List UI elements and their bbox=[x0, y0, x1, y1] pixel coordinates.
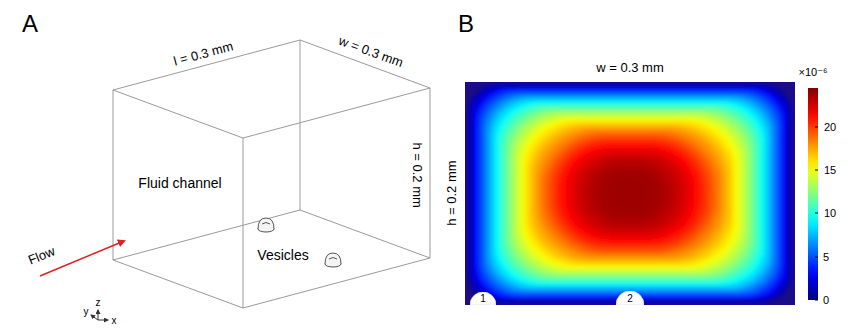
part-label: Vesicles bbox=[257, 248, 308, 263]
contour-band bbox=[613, 178, 646, 209]
contour-band bbox=[468, 84, 791, 303]
contour-band bbox=[586, 160, 675, 227]
contour-band bbox=[582, 158, 677, 229]
contour-band bbox=[600, 169, 661, 218]
contour-band bbox=[500, 104, 761, 282]
contour-band bbox=[565, 147, 695, 241]
contour-band bbox=[603, 171, 657, 216]
dimension-label: l = 0.3 mm bbox=[173, 39, 236, 69]
contour-band bbox=[531, 124, 730, 262]
contour-band bbox=[555, 140, 706, 247]
contour-band bbox=[534, 127, 726, 261]
contour-band bbox=[596, 167, 664, 221]
contour-band bbox=[524, 120, 737, 267]
contour-band bbox=[610, 176, 650, 212]
contour-band bbox=[489, 98, 771, 290]
contour-band bbox=[472, 87, 788, 301]
panel-letter: A bbox=[22, 11, 38, 37]
contour-band bbox=[475, 89, 784, 299]
contour-band bbox=[496, 102, 764, 285]
callout-number: 2 bbox=[616, 291, 644, 304]
position-marker: 1 bbox=[470, 292, 496, 305]
contour-band bbox=[513, 113, 746, 274]
contour-band bbox=[486, 95, 775, 291]
contour-band bbox=[607, 173, 654, 213]
colorbar-tick-label: 10 bbox=[824, 207, 836, 219]
contour-band bbox=[520, 118, 740, 270]
dimension-label: h = 0.2 mm bbox=[410, 142, 424, 207]
contour-band bbox=[544, 133, 715, 253]
dimension-label: w = 0.3 mm bbox=[337, 34, 405, 71]
contour-band bbox=[548, 136, 712, 252]
colorbar-tick-label: 0 bbox=[823, 294, 829, 306]
position-marker: 2 bbox=[616, 291, 644, 305]
contour-band bbox=[541, 131, 719, 256]
contour-band bbox=[527, 122, 733, 265]
colorbar-tick-label: 20 bbox=[824, 121, 836, 133]
colorbar-scale: ×10⁻⁶ bbox=[799, 66, 828, 78]
contour-band bbox=[551, 138, 709, 250]
contour-band bbox=[538, 129, 723, 258]
contour-band bbox=[593, 165, 668, 223]
axis-label: z bbox=[96, 297, 101, 308]
colorbar-ticks bbox=[815, 127, 818, 300]
contour-band bbox=[575, 153, 684, 233]
axis-label: y bbox=[84, 306, 89, 317]
vesicle-bumps bbox=[258, 218, 341, 267]
dimension-label: w = 0.3 mm bbox=[596, 61, 664, 75]
contour-band bbox=[510, 111, 750, 276]
colorbar-tick-label: 15 bbox=[824, 164, 836, 176]
panel-letter: B bbox=[458, 11, 474, 37]
contour-band bbox=[569, 149, 692, 238]
region-label: Fluid channel bbox=[138, 176, 221, 191]
contour-band bbox=[589, 162, 671, 224]
contour-band bbox=[506, 109, 753, 278]
contour-band bbox=[517, 115, 744, 271]
dimension-label: h = 0.2 mm bbox=[445, 160, 459, 225]
axis-triad bbox=[91, 310, 108, 320]
contour-band bbox=[562, 144, 699, 242]
contour-band bbox=[558, 142, 702, 245]
flow-label: Flow bbox=[27, 244, 58, 268]
contour-band bbox=[479, 91, 781, 296]
contour-band bbox=[579, 156, 681, 232]
contour-band bbox=[493, 100, 768, 287]
colorbar bbox=[808, 88, 818, 300]
channel-box bbox=[113, 40, 430, 308]
axis-label: x bbox=[112, 315, 117, 326]
colorbar-tick-label: 5 bbox=[823, 251, 829, 263]
velocity-heatmap bbox=[468, 84, 791, 303]
contour-band bbox=[482, 93, 778, 294]
contour-band bbox=[503, 107, 757, 281]
heatmap-ground bbox=[465, 82, 795, 305]
contour-band bbox=[572, 151, 688, 236]
callout-number: 1 bbox=[470, 292, 496, 304]
